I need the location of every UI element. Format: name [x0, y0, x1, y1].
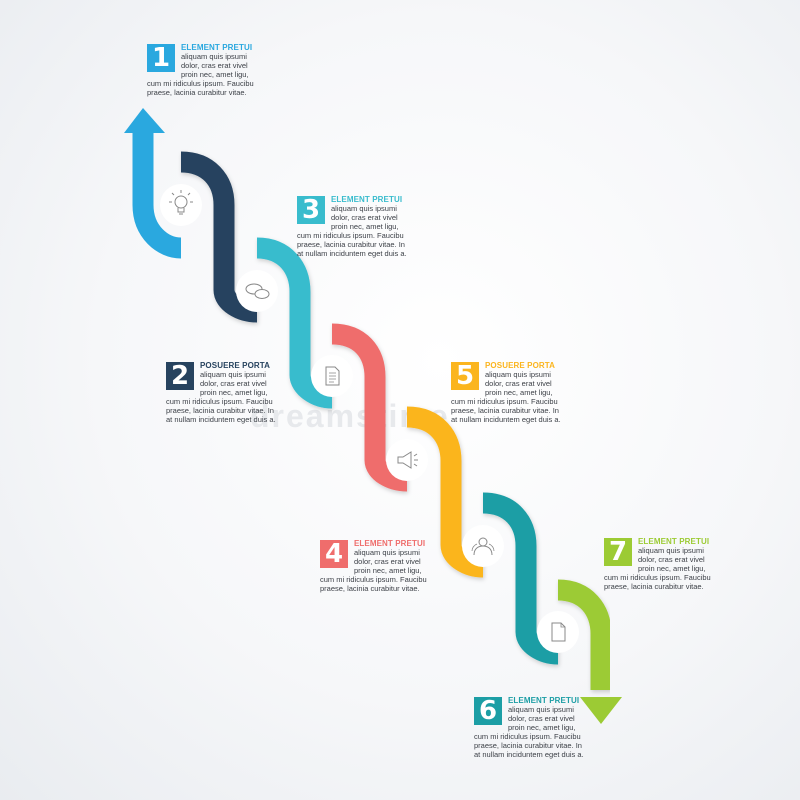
step-text-line: at nullam inciduntem eget duis a.	[451, 415, 561, 424]
step-text-line: dolor, cras erat vivel	[181, 61, 248, 70]
flow-segment-blue	[132, 204, 182, 259]
step-text-line: praese, lacinia curabitur vitae. In	[474, 741, 582, 750]
step-text-line: cum mi ridiculus ipsum. Faucibu	[297, 231, 404, 240]
step-text-line: at nullam inciduntem eget duis a.	[166, 415, 276, 424]
step-text-line: cum mi ridiculus ipsum. Faucibu	[147, 79, 254, 88]
step-text-line: aliquam quis ipsumi	[181, 52, 247, 61]
flow-node-4	[386, 439, 428, 481]
step-text-line: proin nec, amet ligu,	[485, 388, 553, 397]
flow-segment-green	[557, 579, 612, 690]
step-text-line: at nullam inciduntem eget duis a.	[474, 750, 584, 759]
end-arrow-head	[580, 697, 622, 724]
step-text-line: dolor, cras erat vivel	[508, 714, 575, 723]
flow-node-2	[236, 270, 278, 312]
node-disc	[537, 611, 579, 653]
flow-node-6	[537, 611, 579, 653]
step-text-line: praese, lacinia curabitur vitae.	[147, 88, 247, 97]
step-text-line: praese, lacinia curabitur vitae. In	[451, 406, 559, 415]
page-icon	[551, 622, 566, 642]
step-text-line: cum mi ridiculus ipsum. Faucibu	[451, 397, 558, 406]
step-title: ELEMENT PRETUI	[331, 195, 403, 204]
people-icon	[471, 537, 495, 556]
step-text-line: cum mi ridiculus ipsum. Faucibu	[604, 573, 711, 582]
flow-segment-orange	[406, 406, 484, 578]
start-arrow-head	[124, 108, 165, 133]
step-text-line: proin nec, amet ligu,	[331, 222, 399, 231]
step-text-line: cum mi ridiculus ipsum. Faucibu	[474, 732, 581, 741]
flow-segment-navy	[180, 151, 258, 323]
megaphone-icon	[397, 451, 418, 469]
step-text-line: praese, lacinia curabitur vitae.	[320, 584, 420, 593]
document-icon	[325, 366, 340, 386]
step-text-line: aliquam quis ipsumi	[508, 705, 574, 714]
step-text-line: aliquam quis ipsumi	[638, 546, 704, 555]
step-text-line: praese, lacinia curabitur vitae. In	[166, 406, 274, 415]
node-disc	[160, 184, 202, 226]
step-text-line: praese, lacinia curabitur vitae. In	[297, 240, 405, 249]
node-disc	[386, 439, 428, 481]
step-number: 6	[474, 697, 502, 725]
step-text-line: proin nec, amet ligu,	[638, 564, 706, 573]
step-text-line: dolor, cras erat vivel	[200, 379, 267, 388]
step-number: 4	[320, 540, 348, 568]
step-title: ELEMENT PRETUI	[508, 696, 580, 705]
step-number: 1	[147, 44, 175, 72]
step-title: POSUERE PORTA	[200, 361, 271, 370]
lightbulb-icon	[169, 190, 193, 215]
step-text-line: proin nec, amet ligu,	[508, 723, 576, 732]
step-number: 5	[451, 362, 479, 390]
step-text-line: dolor, cras erat vivel	[331, 213, 398, 222]
flow-segment-coral	[331, 323, 408, 492]
step-text-line: aliquam quis ipsumi	[485, 370, 551, 379]
step-text-line: aliquam quis ipsumi	[331, 204, 397, 213]
step-text-line: dolor, cras erat vivel	[485, 379, 552, 388]
step-text-line: cum mi ridiculus ipsum. Faucibu	[166, 397, 273, 406]
step-title: ELEMENT PRETUI	[354, 539, 426, 548]
flow-segment-teal	[482, 492, 559, 665]
step-text-line: at nullam inciduntem eget duis a.	[297, 249, 407, 258]
step-text-line: cum mi ridiculus ipsum. Faucibu	[320, 575, 427, 584]
chat-bubbles-icon	[245, 283, 270, 299]
step-title: ELEMENT PRETUI	[181, 43, 253, 52]
flow-node-3	[311, 355, 353, 397]
step-text-line: dolor, cras erat vivel	[638, 555, 705, 564]
step-title: ELEMENT PRETUI	[638, 537, 710, 546]
step-text-line: dolor, cras erat vivel	[354, 557, 421, 566]
step-text-line: praese, lacinia curabitur vitae.	[604, 582, 704, 591]
step-text-line: proin nec, amet ligu,	[200, 388, 268, 397]
step-text-line: aliquam quis ipsumi	[200, 370, 266, 379]
flow-node-5	[462, 525, 504, 567]
step-number: 3	[297, 196, 325, 224]
step-title: POSUERE PORTA	[485, 361, 556, 370]
step-text-line: proin nec, amet ligu,	[181, 70, 249, 79]
step-number: 2	[166, 362, 194, 390]
flow-segment-cyan	[256, 237, 333, 409]
step-text-line: aliquam quis ipsumi	[354, 548, 420, 557]
step-number: 7	[604, 538, 632, 566]
flow-node-1	[160, 184, 202, 226]
step-text-line: proin nec, amet ligu,	[354, 566, 422, 575]
